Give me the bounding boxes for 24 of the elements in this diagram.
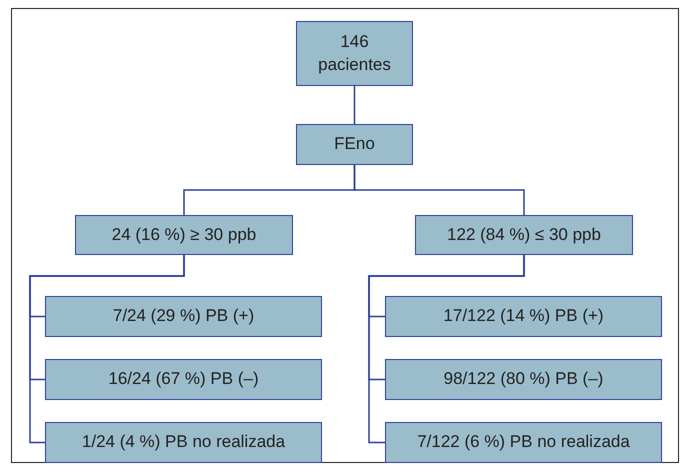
- process-box: [385, 422, 662, 463]
- connector-line: [29, 255, 185, 444]
- box-label: 7/24 (29 %) PB (+): [112, 305, 254, 328]
- box-label: 146 pacientes: [317, 31, 392, 76]
- process-box: [296, 124, 413, 165]
- box-label: 1/24 (4 %) PB no realizada: [82, 431, 286, 454]
- box-label: 122 (84 %) ≤ 30 ppb: [447, 224, 601, 246]
- process-box: [45, 296, 322, 337]
- box-label: 24 (16 %) ≥ 30 ppb: [112, 224, 256, 246]
- process-box: [45, 359, 322, 400]
- box-label: 7/122 (6 %) PB no realizada: [417, 431, 630, 454]
- connector-line: [354, 86, 356, 124]
- box-label: 17/122 (14 %) PB (+): [443, 305, 604, 328]
- process-box: [385, 296, 662, 337]
- process-box: [75, 215, 293, 255]
- connector-line: [368, 255, 525, 444]
- process-box: [385, 359, 662, 400]
- box-label: FEno: [334, 133, 375, 156]
- process-box: [296, 21, 413, 86]
- process-box: [45, 422, 322, 463]
- process-box: [415, 215, 633, 255]
- connector-line: [354, 165, 525, 215]
- box-label: 16/24 (67 %) PB (–): [108, 368, 259, 390]
- box-label: 98/122 (80 %) PB (–): [444, 368, 604, 390]
